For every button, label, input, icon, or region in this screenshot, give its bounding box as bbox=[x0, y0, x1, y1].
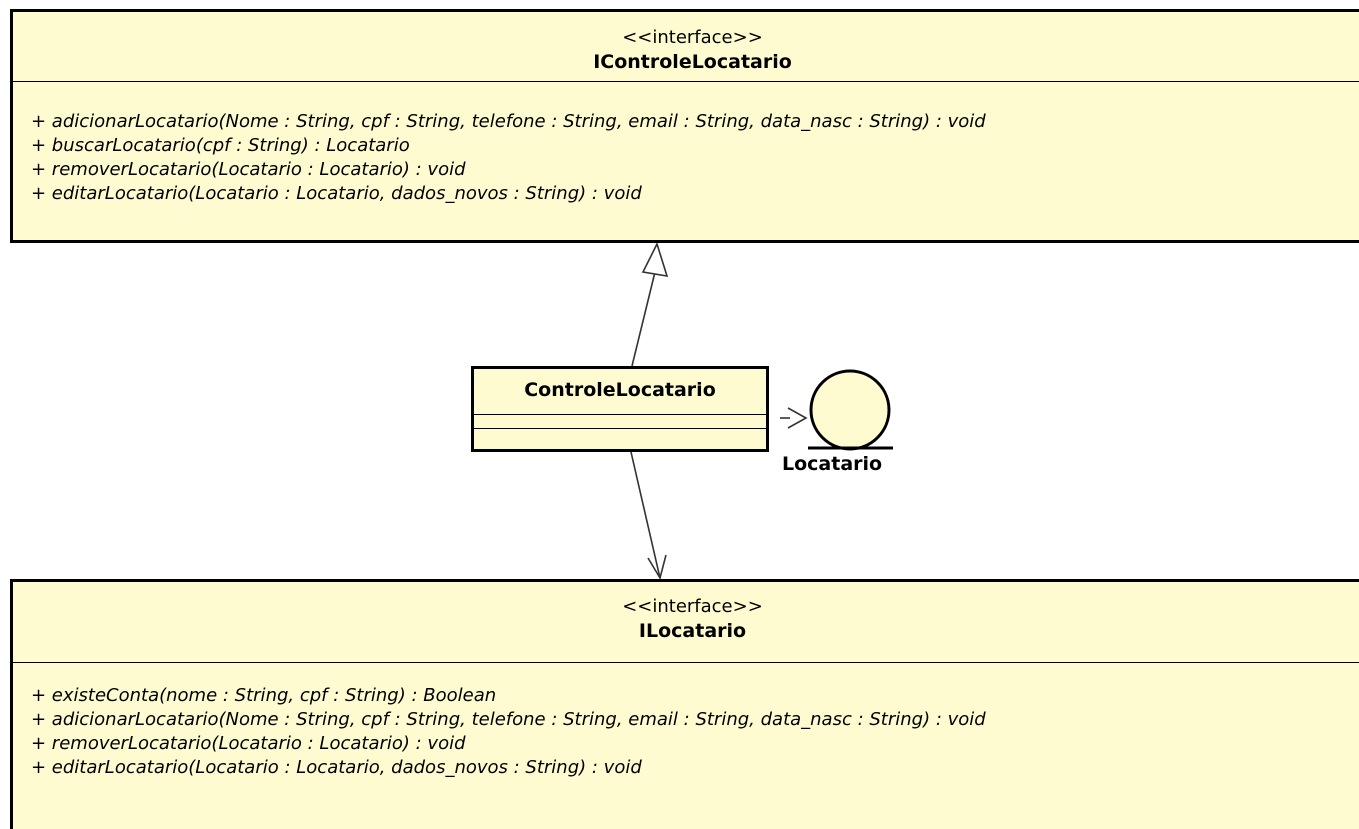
operations-list: + existeConta(nome : String, cpf : Strin… bbox=[31, 684, 1359, 780]
operation-item: + existeConta(nome : String, cpf : Strin… bbox=[31, 685, 497, 706]
operations-list: + adicionarLocatario(Nome : String, cpf … bbox=[31, 110, 1359, 206]
class-name: ControleLocatario bbox=[524, 379, 716, 401]
operations-divider bbox=[474, 428, 766, 429]
operation-item: + editarLocatario(Locatario : Locatario,… bbox=[31, 183, 642, 204]
ilocatario-header: <<interface>> ILocatario bbox=[13, 582, 1359, 650]
operation-item: + buscarLocatario(cpf : String) : Locata… bbox=[31, 135, 410, 156]
association-arrowhead bbox=[647, 554, 667, 581]
attributes-divider bbox=[474, 414, 766, 415]
operation-item: + adicionarLocatario(Nome : String, cpf … bbox=[31, 111, 986, 132]
realization-line bbox=[631, 271, 656, 367]
interface-name: ILocatario bbox=[638, 620, 747, 642]
controlelocatario-class[interactable]: ControleLocatario bbox=[471, 366, 769, 452]
attributes-divider bbox=[13, 81, 1359, 82]
ilocatario-interface[interactable]: <<interface>> ILocatario + existeConta(n… bbox=[10, 579, 1359, 829]
stereotype-label: <<interface>> bbox=[622, 596, 763, 617]
operation-item: + editarLocatario(Locatario : Locatario,… bbox=[31, 757, 642, 778]
interface-name: IControleLocatario bbox=[593, 51, 792, 73]
icontrolelocatario-header: <<interface>> IControleLocatario bbox=[13, 12, 1359, 80]
icontrolelocatario-interface[interactable]: <<interface>> IControleLocatario + adici… bbox=[10, 9, 1359, 243]
operation-item: + removerLocatario(Locatario : Locatario… bbox=[31, 733, 466, 754]
dependency-arrowhead bbox=[787, 407, 808, 429]
association-line bbox=[630, 451, 661, 579]
entity-circle[interactable] bbox=[809, 369, 891, 451]
entity-label: Locatario bbox=[782, 453, 883, 475]
realization-arrowhead bbox=[641, 241, 669, 278]
stereotype-label: <<interface>> bbox=[622, 27, 763, 48]
operation-item: + removerLocatario(Locatario : Locatario… bbox=[31, 159, 466, 180]
attributes-divider bbox=[13, 662, 1359, 663]
operation-item: + adicionarLocatario(Nome : String, cpf … bbox=[31, 709, 986, 730]
